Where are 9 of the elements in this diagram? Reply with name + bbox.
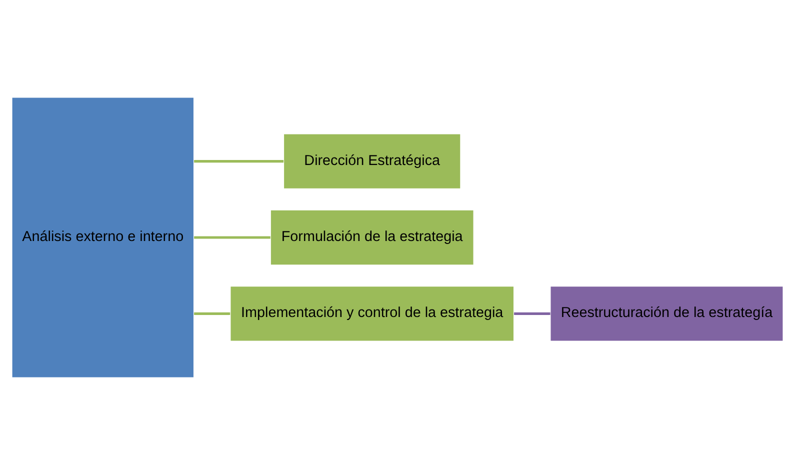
node-box: Análisis externo e interno — [11, 96, 194, 378]
connector — [194, 312, 230, 315]
connector — [194, 236, 270, 239]
node-box: Dirección Estratégica — [283, 133, 461, 190]
connector — [194, 160, 284, 163]
node-box: Reestructuración de la estrategía — [550, 286, 784, 342]
node-box: Implementación y control de la estrategia — [230, 286, 514, 342]
connector — [514, 312, 550, 315]
node-box: Formulación de la estrategia — [270, 210, 474, 266]
